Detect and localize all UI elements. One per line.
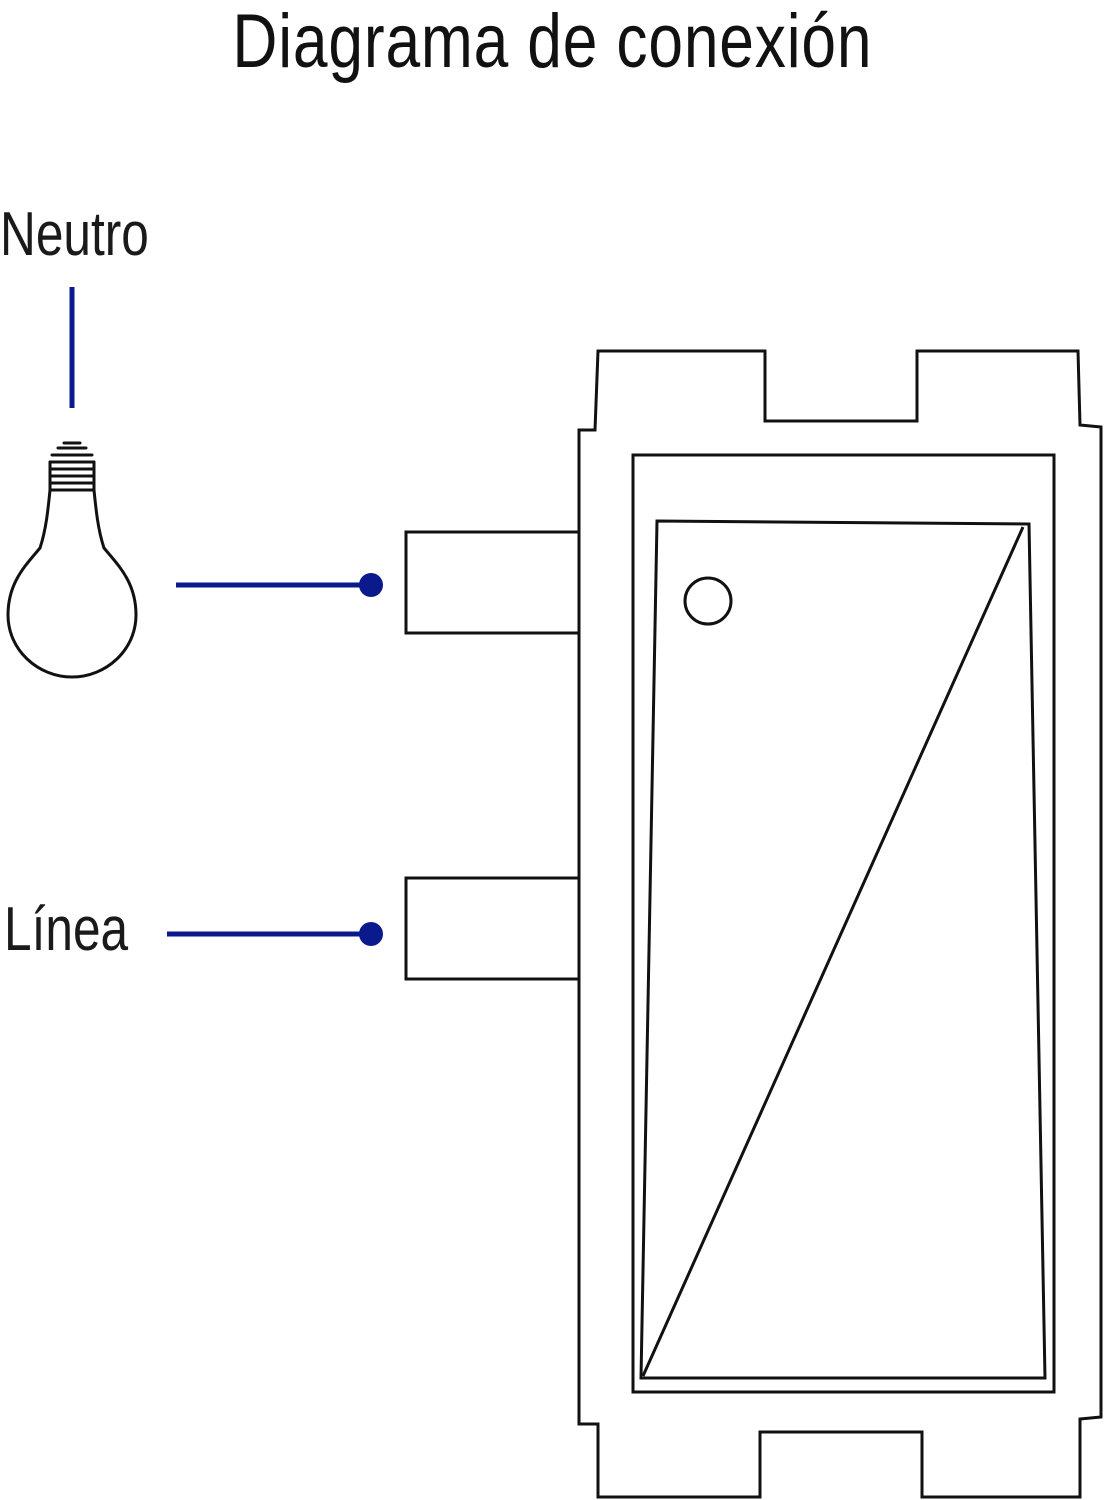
line-label: Línea: [4, 895, 129, 964]
light-bulb-icon: [6, 441, 138, 679]
wall-switch-outline: [404, 349, 1103, 1499]
line-wire: [167, 922, 383, 946]
rocker-diagonal: [641, 526, 1025, 1377]
switch-frame: [577, 349, 1103, 1499]
load-wire: [176, 573, 383, 597]
bottom-terminal: [404, 876, 581, 981]
diagram-title: Diagrama de conexión: [232, 0, 873, 84]
top-terminal: [404, 530, 581, 635]
line-terminal-dot: [359, 922, 383, 946]
neutral-label: Neutro: [0, 200, 149, 269]
indicator-light: [683, 576, 733, 626]
switch-inner-panel: [631, 453, 1056, 1394]
load-terminal-dot: [359, 573, 383, 597]
rocker-body: [639, 519, 1047, 1380]
